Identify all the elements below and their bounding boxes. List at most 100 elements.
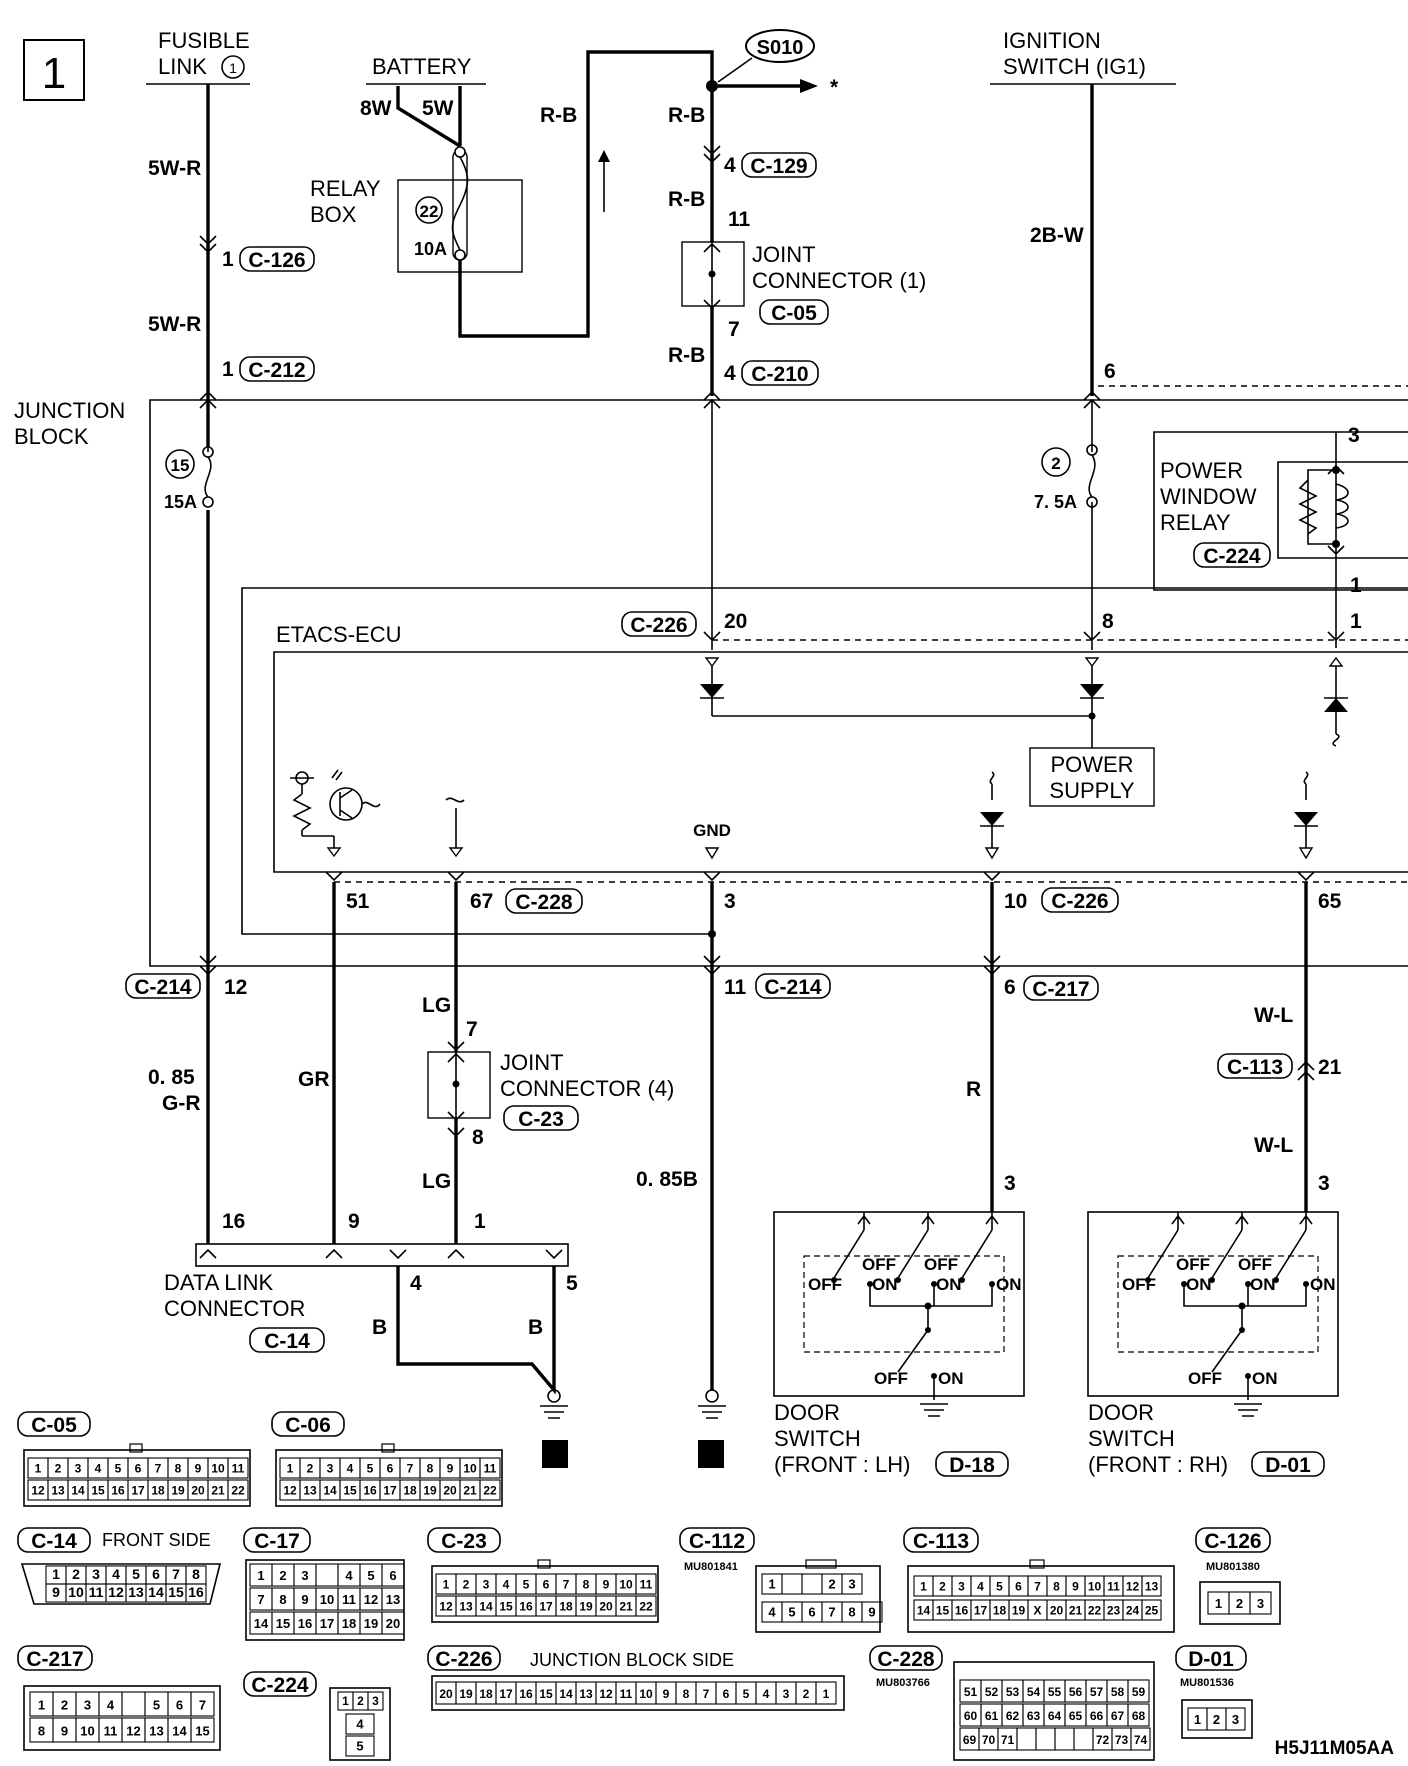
ecu-67-signal xyxy=(445,797,465,803)
face-c217-r2-cell xyxy=(190,1717,215,1743)
data-link-pins xyxy=(199,1248,563,1260)
door-rh-on-3: ON xyxy=(1310,1275,1336,1294)
fuse-2-element xyxy=(1088,454,1096,498)
face-c23-r1-pin: 7 xyxy=(563,1577,570,1591)
face-c06-r2-pin: 18 xyxy=(403,1483,417,1497)
face-c06-r2-pin: 13 xyxy=(303,1483,317,1497)
pwr-label-2: WINDOW xyxy=(1160,484,1257,509)
face-c112-r2-pin: 8 xyxy=(848,1604,855,1619)
face-c05-r2-cell xyxy=(227,1479,249,1501)
joint-connector-4-label-1: JOINT xyxy=(500,1050,564,1075)
pin-c210: 4 xyxy=(724,362,736,385)
fuse-15-gap xyxy=(200,452,216,510)
door-lh-off-4: OFF xyxy=(874,1369,908,1388)
wire-b-1: B xyxy=(372,1316,387,1339)
fuse-15-terminal-bottom xyxy=(202,496,214,508)
diode-8 xyxy=(1080,684,1104,698)
door-switch-lh: 3 OFF OFF OFF ON ON ON OFF ON DOOR SWITC… xyxy=(773,1172,1025,1477)
splice-s010-label: S010 xyxy=(757,37,804,59)
ecu-in-1 xyxy=(1328,656,1344,667)
ground-6-label: 6 xyxy=(705,1442,717,1467)
face-c113-r2-pin: 22 xyxy=(1088,1603,1102,1617)
junction-block-label-1: JUNCTION xyxy=(14,398,125,423)
face-c23-r1-pin: 10 xyxy=(619,1577,633,1591)
pin-dlc-1: 1 xyxy=(474,1210,486,1233)
door-lh-on-2: ON xyxy=(936,1275,962,1294)
conn-c126-label: C-126 xyxy=(248,249,305,272)
face-c228-r1-pin: 55 xyxy=(1048,1685,1062,1699)
door-switch-rh: 3 OFF OFF OFF ON ON ON OFF ON DOOR SWITC… xyxy=(1087,1172,1339,1477)
face-c05-r2-pin: 18 xyxy=(151,1483,165,1497)
pwr-pin-top xyxy=(1327,464,1345,475)
battery-wire-8w xyxy=(396,86,461,148)
pwr-coil xyxy=(1335,483,1349,529)
current-arrow-head xyxy=(598,150,610,162)
face-c23-r1-pin: 11 xyxy=(640,1577,653,1591)
face-c113-label: C-113 xyxy=(913,1530,969,1553)
face-c228-r1-pin: 59 xyxy=(1132,1685,1146,1699)
wire-lg-2: LG xyxy=(422,1170,451,1193)
face-c228-r3-pin: 69 xyxy=(963,1733,977,1747)
face-c226-r-pin: 15 xyxy=(539,1687,553,1701)
face-c17-r0-pin: 5 xyxy=(367,1568,374,1583)
conn-c126-frame xyxy=(239,246,315,272)
face-c228-r1-pin: 58 xyxy=(1111,1685,1125,1699)
conn-c224-frame xyxy=(1193,542,1271,568)
door-rh-main-arm xyxy=(1211,1306,1243,1373)
face-c23-r2-pin: 13 xyxy=(459,1599,473,1613)
conn-d01-label-wire: D-01 xyxy=(1265,1454,1311,1477)
face-c113-r1-pin: 7 xyxy=(1034,1579,1041,1593)
face-c226-body xyxy=(431,1675,845,1711)
battery-label: BATTERY xyxy=(372,54,472,79)
face-c126-r-pin: 2 xyxy=(1236,1596,1243,1611)
dlc-label-2: CONNECTOR xyxy=(164,1296,305,1321)
conn-c228-label: C-228 xyxy=(515,891,573,914)
relay-fuse-element xyxy=(451,156,469,251)
face-c06-body xyxy=(275,1449,503,1507)
door-rh-off-2: OFF xyxy=(1176,1255,1210,1274)
wire-2bw: 2B-W xyxy=(1030,224,1084,247)
ecu-transistor-circle xyxy=(329,787,363,821)
face-c113-r2-pin: X xyxy=(1033,1603,1041,1617)
face-c14-r1-pin: 4 xyxy=(112,1566,120,1582)
face-c113-r1-pin: 2 xyxy=(939,1579,946,1593)
face-c217-r1-cell xyxy=(190,1691,215,1717)
face-c17-r0-pin: 3 xyxy=(301,1568,308,1583)
face-c224-r2-pin: 4 xyxy=(356,1716,364,1731)
wire-gr-label: GR xyxy=(298,1068,330,1091)
face-c228-r3-pin: 71 xyxy=(1001,1733,1015,1747)
conn-c113-mark xyxy=(1297,1060,1315,1081)
door-rh-off-3: OFF xyxy=(1238,1255,1272,1274)
face-c126-r-pin: 3 xyxy=(1257,1596,1264,1611)
face-c14-body xyxy=(20,1563,222,1605)
face-c226-r-pin: 13 xyxy=(579,1687,593,1701)
relay-fuse-circle xyxy=(415,196,443,224)
face-c113-r1-pin: 5 xyxy=(996,1579,1003,1593)
wire-085b-label: 0. 85B xyxy=(636,1168,698,1191)
face-c113-r2-pin: 18 xyxy=(993,1603,1007,1617)
conn-c226-frame-top xyxy=(621,611,697,637)
dlc-label-1: DATA LINK xyxy=(164,1270,274,1295)
face-d01-r-pin: 2 xyxy=(1213,1712,1220,1727)
fuse-2-amp: 7. 5A xyxy=(1034,492,1077,512)
face-c228-r1-pin: 51 xyxy=(964,1685,978,1699)
face-c228-r3-pin: 74 xyxy=(1134,1733,1148,1747)
face-c23-r2-cell xyxy=(635,1595,657,1617)
pwr-label-3: RELAY xyxy=(1160,510,1231,535)
ecu-in-20 xyxy=(704,657,720,668)
face-c05-r1-pin: 2 xyxy=(55,1461,62,1475)
pwr-resistor xyxy=(1298,479,1318,535)
conn-c14-label-wire: C-14 xyxy=(264,1330,310,1353)
face-c17-r2-pin: 19 xyxy=(364,1616,378,1631)
face-c06-r2-pin: 17 xyxy=(383,1483,397,1497)
face-c226-r-pin: 17 xyxy=(499,1687,513,1701)
door-rh-label-2: SWITCH xyxy=(1088,1426,1175,1451)
face-c228-r3-cell xyxy=(1073,1727,1094,1751)
face-c05-r2-pin: 21 xyxy=(211,1483,225,1497)
face-c224-r2-cell xyxy=(345,1713,375,1735)
face-c217-body xyxy=(23,1685,221,1751)
door-rh-main-contact xyxy=(1239,1327,1245,1333)
face-c226-r-pin: 10 xyxy=(639,1687,653,1701)
face-c23-r1-pin: 5 xyxy=(523,1577,530,1591)
